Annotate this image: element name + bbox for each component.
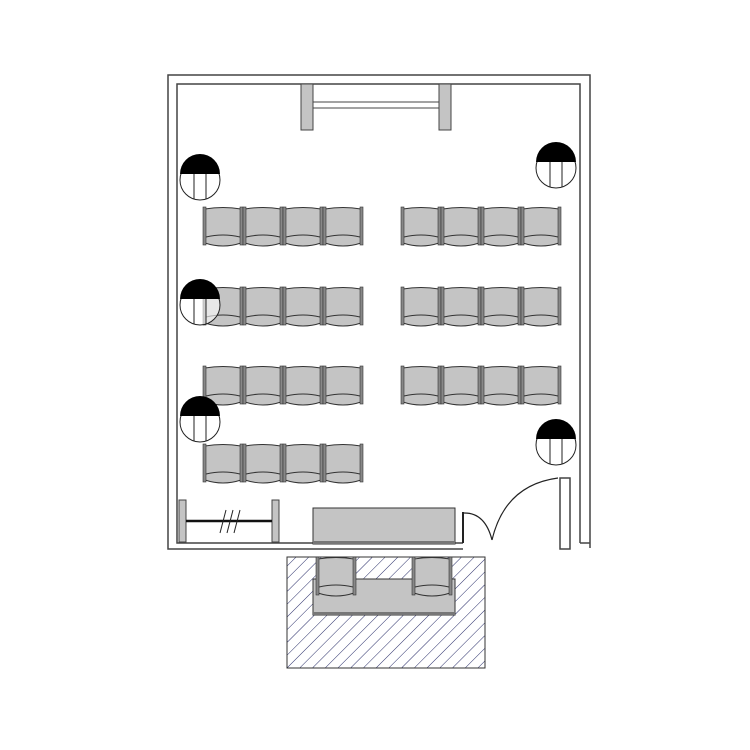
walls	[167, 74, 591, 550]
chair	[282, 365, 324, 406]
chair	[322, 286, 364, 327]
chair	[480, 286, 522, 327]
chair	[520, 365, 562, 406]
chair	[202, 443, 244, 484]
chair	[322, 206, 364, 247]
chair	[480, 206, 522, 247]
chair	[400, 286, 442, 327]
chair	[282, 206, 324, 247]
chair	[440, 286, 482, 327]
chair	[440, 206, 482, 247]
projection-screen	[300, 83, 452, 131]
chair	[242, 365, 284, 406]
chair	[322, 443, 364, 484]
seating	[202, 206, 562, 484]
lamps	[179, 142, 577, 466]
lamp-icon	[179, 396, 221, 443]
chair	[282, 443, 324, 484]
chair	[242, 286, 284, 327]
lamp-icon	[179, 154, 221, 201]
door	[462, 477, 559, 543]
chair	[400, 365, 442, 406]
chair	[440, 365, 482, 406]
desk-chairs	[315, 556, 453, 597]
chair	[400, 206, 442, 247]
chair	[411, 556, 453, 597]
chair	[282, 286, 324, 327]
lamp-icon	[179, 279, 221, 326]
bookshelf	[178, 499, 280, 543]
chair	[480, 365, 522, 406]
chair	[315, 556, 357, 597]
chair	[520, 286, 562, 327]
chair	[242, 443, 284, 484]
chair	[202, 206, 244, 247]
side-table	[312, 507, 456, 545]
chair	[520, 206, 562, 247]
lamp-icon	[535, 142, 577, 189]
chair	[322, 365, 364, 406]
chair	[242, 206, 284, 247]
lamp-icon	[535, 419, 577, 466]
